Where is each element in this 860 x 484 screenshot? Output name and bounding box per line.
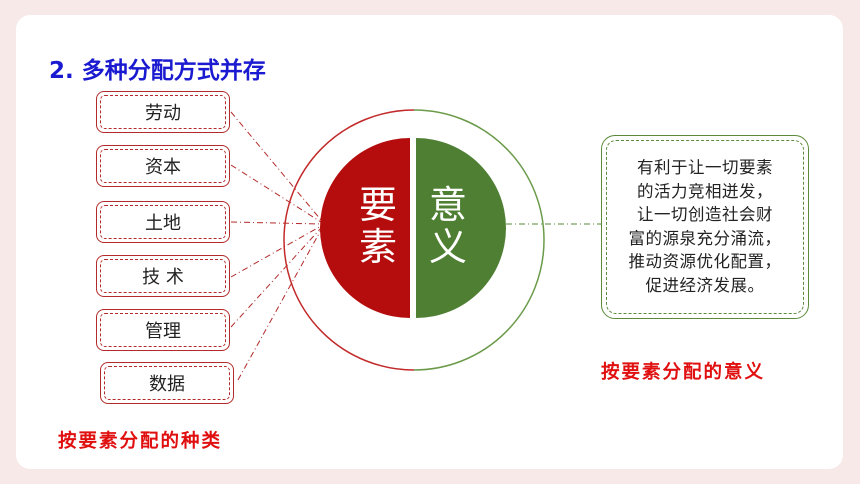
connector-lines bbox=[230, 109, 601, 381]
meaning-line: 推动资源优化配置， bbox=[628, 252, 782, 271]
outer-arc-right bbox=[413, 109, 545, 371]
factor-label: 劳动 bbox=[100, 95, 226, 129]
circle-left-half bbox=[320, 138, 410, 318]
meaning-text: 有利于让一切要素 的活力竞相迸发， 让一切创造社会财 富的源泉充分涌流， 推动资… bbox=[612, 156, 798, 297]
outer-arc-left bbox=[283, 109, 415, 371]
circle-char-right-1: 意 bbox=[428, 183, 467, 227]
factor-label: 管理 bbox=[100, 313, 226, 347]
meaning-line: 富的源泉充分涌流， bbox=[628, 228, 782, 248]
meaning-line: 促进经济发展。 bbox=[645, 275, 765, 295]
connector-line bbox=[237, 229, 322, 381]
connector-line bbox=[230, 225, 322, 278]
circle-char-right-2: 义 bbox=[428, 225, 467, 269]
circle-char-left-1: 要 bbox=[358, 183, 397, 227]
meaning-line: 有利于让一切要素 bbox=[637, 158, 773, 177]
meaning-line: 让一切创造社会财 bbox=[637, 205, 773, 224]
connector-line bbox=[230, 164, 322, 223]
caption-meaning: 按要素分配的意义 bbox=[601, 362, 766, 383]
factor-label: 资本 bbox=[100, 149, 226, 183]
caption-types: 按要素分配的种类 bbox=[58, 431, 223, 452]
factor-box: 劳动 bbox=[96, 91, 230, 133]
page-title: 2. 多种分配方式并存 bbox=[49, 58, 266, 84]
factor-box: 管理 bbox=[96, 309, 230, 351]
meaning-box: 有利于让一切要素 的活力竞相迸发， 让一切创造社会财 富的源泉充分涌流， 推动资… bbox=[601, 135, 809, 319]
circle-char-left-2: 素 bbox=[358, 225, 397, 269]
factor-box: 数据 bbox=[100, 362, 234, 404]
connector-line bbox=[230, 221, 322, 225]
circle-right-half bbox=[416, 138, 506, 318]
factor-label: 技 术 bbox=[100, 259, 226, 293]
factor-box: 技 术 bbox=[96, 255, 230, 297]
factor-box: 资本 bbox=[96, 145, 230, 187]
factor-box: 土地 bbox=[96, 201, 230, 243]
connector-line bbox=[230, 227, 322, 328]
slide-card: 2. 多种分配方式并存 劳动 资本 土地 技 术 管理 数据 要 bbox=[16, 15, 843, 469]
connector-line bbox=[230, 111, 322, 221]
factor-label: 土地 bbox=[100, 205, 226, 239]
factor-label: 数据 bbox=[104, 366, 230, 400]
meaning-line: 的活力竞相迸发， bbox=[637, 181, 773, 201]
